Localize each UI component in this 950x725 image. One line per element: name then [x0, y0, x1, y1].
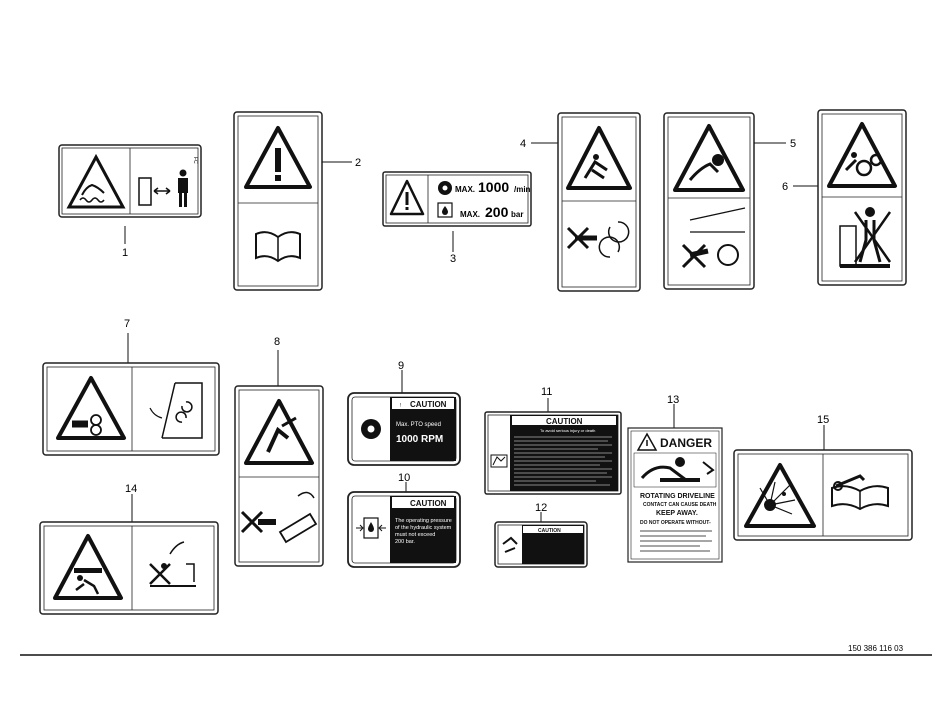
decal11-subheader: To avoid serious injury or death — [540, 428, 595, 433]
callout-10: 10 — [398, 472, 410, 484]
callout-5: 5 — [790, 138, 796, 150]
decal9-header: CAUTION — [410, 400, 447, 409]
decal13-line4: DO NOT OPERATE WITHOUT- — [640, 520, 711, 526]
decal-14 — [39, 494, 219, 615]
decal-10 — [347, 482, 461, 568]
callout-11: 11 — [541, 386, 552, 398]
decal-4 — [531, 112, 641, 292]
callout-9: 9 — [398, 360, 404, 372]
decal-8 — [234, 350, 324, 567]
decal3-pto-prefix: MAX. — [455, 185, 475, 194]
callout-1: 1 — [122, 247, 128, 259]
decal13-line2: CONTACT CAN CAUSE DEATH — [643, 502, 717, 508]
decal3-pressure-value: 200 — [485, 204, 509, 220]
decal9-line2: 1000 RPM — [396, 434, 443, 445]
drawing-number: 150 386 116 03 — [848, 644, 904, 653]
decal-7 — [42, 333, 220, 456]
decal-6 — [793, 109, 907, 286]
decal3-pto-unit: /min — [514, 185, 531, 194]
callout-2: 2 — [355, 157, 361, 169]
decal3-pto-value: 1000 — [478, 179, 509, 195]
callout-6: 6 — [782, 181, 788, 193]
decal13-line3: KEEP AWAY. — [656, 510, 698, 517]
decal-15 — [733, 425, 913, 541]
decal-1: FC — [58, 144, 202, 244]
decal10-header: CAUTION — [410, 499, 447, 508]
decal13-header: DANGER — [660, 436, 712, 450]
svg-text:FC: FC — [192, 157, 198, 164]
decal-2 — [233, 111, 352, 291]
decal-3 — [382, 171, 532, 252]
decal-11 — [484, 398, 622, 495]
decal10-line4: 200 bar. — [395, 539, 415, 545]
decal-9 — [347, 370, 461, 466]
decal10-line2: of the hydraulic system — [395, 525, 452, 531]
callout-3: 3 — [450, 253, 456, 265]
decal9-line1: Max. PTO speed — [396, 422, 441, 428]
decal13-line1: ROTATING DRIVELINE — [640, 493, 715, 500]
decal12-header: CAUTION — [538, 528, 561, 534]
callout-4: 4 — [520, 138, 526, 150]
decal3-pressure-unit: bar — [511, 210, 523, 219]
decal10-line1: The operating pressure — [395, 518, 452, 524]
decal11-header: CAUTION — [546, 417, 583, 426]
callout-15: 15 — [817, 414, 829, 426]
decal3-pressure-prefix: MAX. — [460, 210, 480, 219]
callout-14: 14 — [125, 483, 137, 495]
decal10-line3: must not exceed — [395, 532, 435, 538]
decal-13 — [627, 404, 723, 563]
decal-5 — [663, 112, 786, 290]
callout-13: 13 — [667, 394, 679, 406]
callout-7: 7 — [124, 318, 130, 330]
decal9-alert-mark: ! — [400, 403, 401, 409]
callout-8: 8 — [274, 336, 280, 348]
decal-12 — [494, 512, 588, 568]
callout-12: 12 — [535, 502, 547, 514]
